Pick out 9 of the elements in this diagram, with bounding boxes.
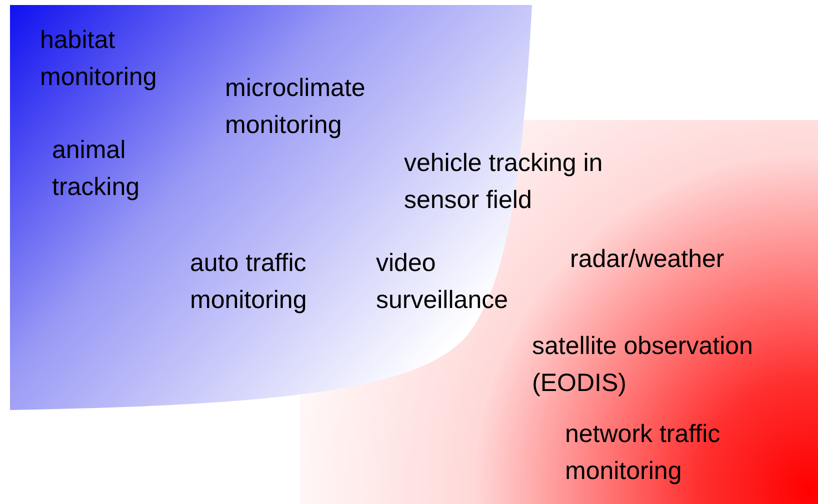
application-label: network traffic monitoring <box>565 419 722 487</box>
application-label: radar/weather <box>570 244 726 275</box>
application-label: habitat monitoring <box>40 25 158 93</box>
application-label: satellite observation (EODIS) <box>532 331 754 399</box>
application-label: microclimate monitoring <box>225 73 366 141</box>
application-label: animal tracking <box>52 135 141 203</box>
application-label: auto traffic monitoring <box>190 248 308 316</box>
application-label: vehicle tracking in sensor field <box>404 148 604 216</box>
application-label: video surveillance <box>376 248 510 316</box>
